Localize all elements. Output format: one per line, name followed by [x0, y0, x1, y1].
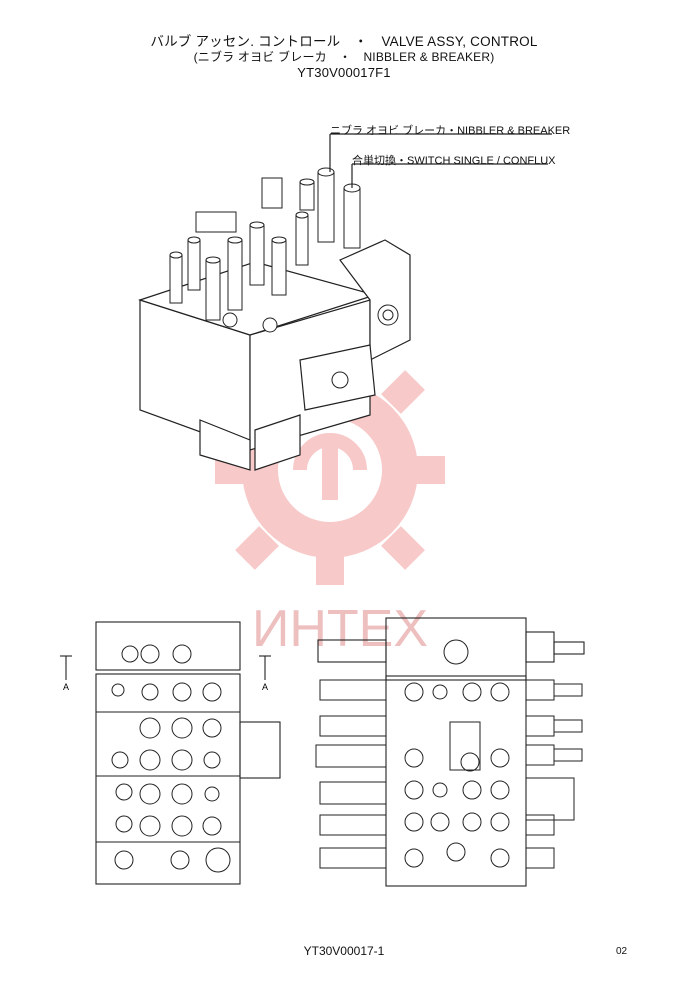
title-line-1: バルブ アッセン. コントロール ・ VALVE ASSY, CONTROL	[150, 34, 538, 49]
part-number: YT30V00017F1	[297, 65, 391, 80]
footer-code: YT30V00017-1	[303, 944, 385, 958]
front-view-left	[60, 621, 281, 885]
watermark-text: ИНТЕХ	[252, 600, 428, 658]
section-mark-right: A	[262, 682, 268, 692]
title-line-2: (ニブラ オヨビ ブレーカ ・ NIBBLER & BREAKER)	[193, 50, 495, 64]
front-view-right	[315, 617, 585, 887]
isometric-view	[138, 133, 552, 471]
page-number: 02	[616, 946, 628, 957]
section-mark-left: A	[63, 682, 69, 692]
